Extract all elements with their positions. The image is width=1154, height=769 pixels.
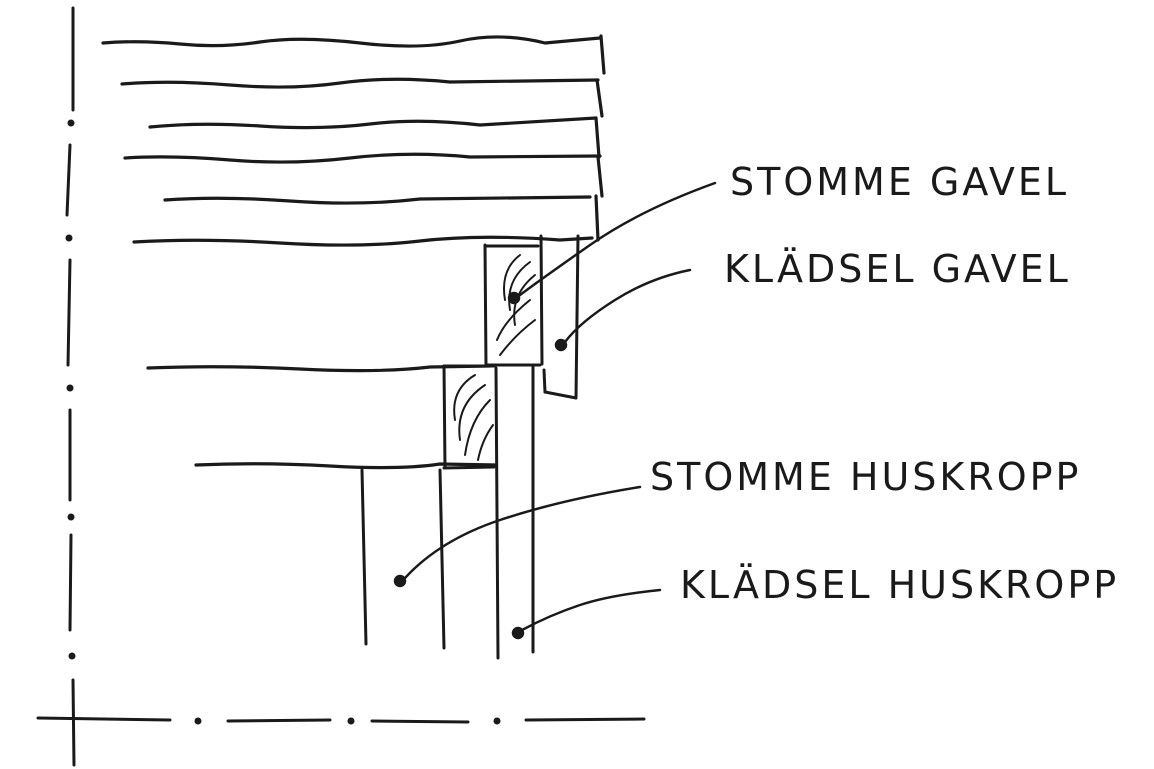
centerline-vertical (65, 6, 76, 767)
label-stomme-gavel: STOMME GAVEL (730, 160, 1070, 204)
label-kladsel-huskropp: KLÄDSEL HUSKROPP (680, 563, 1120, 607)
leader-stomme-gavel (507, 181, 717, 305)
body-siding-boards (146, 364, 498, 470)
gable-siding-boards (101, 34, 606, 247)
leader-stomme-huskropp (393, 485, 642, 588)
gable-cladding (542, 234, 580, 400)
gable-frame-timber (483, 234, 544, 368)
centerline-horizontal (36, 716, 646, 725)
label-stomme-huskropp: STOMME HUSKROPP (650, 455, 1082, 499)
body-frame-timber (360, 364, 496, 650)
leader-kladsel-gavel (554, 268, 692, 352)
leader-kladsel-huskropp (511, 588, 662, 640)
label-kladsel-gavel: KLÄDSEL GAVEL (724, 247, 1071, 291)
